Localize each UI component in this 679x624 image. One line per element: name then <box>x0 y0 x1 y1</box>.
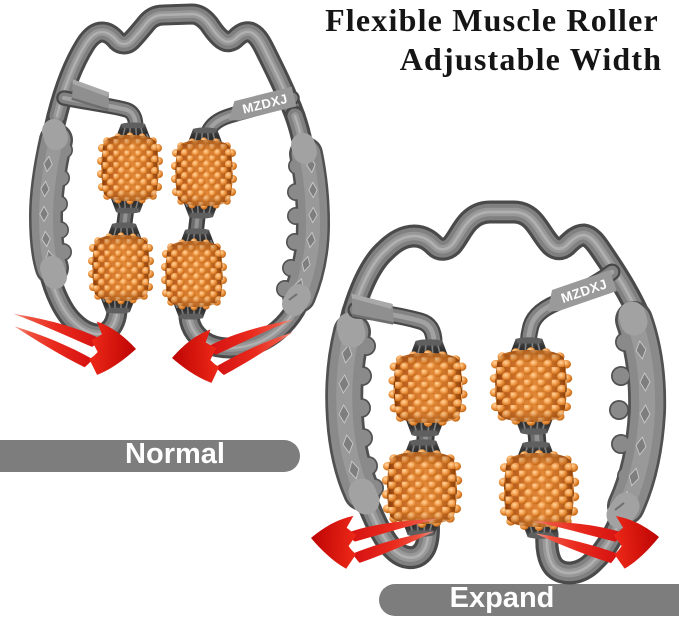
svg-text:Adjustable Width: Adjustable Width <box>400 41 663 77</box>
svg-text:Flexible Muscle Roller: Flexible Muscle Roller <box>325 2 659 38</box>
svg-text:Expand: Expand <box>450 582 555 614</box>
svg-text:Normal: Normal <box>125 438 225 470</box>
